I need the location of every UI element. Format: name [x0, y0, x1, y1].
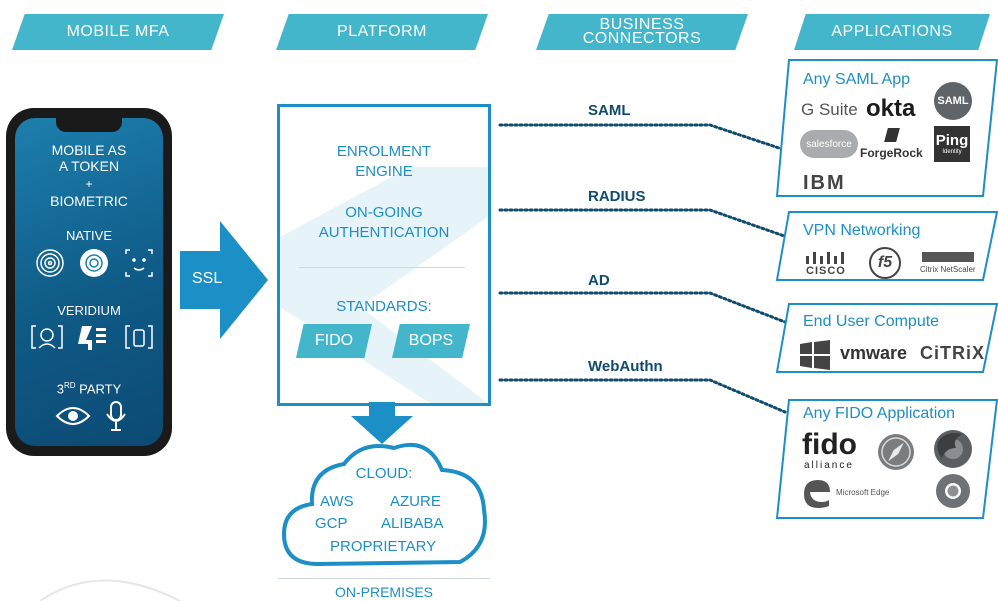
- ping-subtext: Identity: [942, 149, 962, 155]
- connector-lines: [498, 123, 792, 414]
- eye-icon: [55, 407, 91, 425]
- salesforce-logo: salesforce: [800, 130, 858, 158]
- on-premises-label: ON-PREMISES: [334, 584, 433, 600]
- vpn-box: [775, 211, 998, 281]
- phone-line1: MOBILE AS: [51, 142, 127, 158]
- ssl-label: SSL: [192, 270, 223, 287]
- third-party-sup: RD: [63, 381, 76, 390]
- native-biometric-icons: [36, 249, 153, 277]
- netscaler-logo: Citrix NetScaler: [920, 265, 976, 274]
- edge-label: Microsoft Edge: [836, 488, 890, 497]
- ping-logo: Ping Identity: [934, 126, 970, 162]
- cisco-bars-icon: [806, 252, 844, 264]
- cloud-proprietary: PROPRIETARY: [330, 538, 437, 555]
- header-connectors-line2: CONNECTORS: [582, 30, 702, 47]
- four-fingers-icon: [78, 326, 106, 350]
- fingerprint-icon: [36, 249, 64, 277]
- face-scan-icon: [31, 325, 63, 349]
- phone-screen: [15, 118, 163, 446]
- phone-third-party-label: 3RD PARTY: [15, 378, 163, 397]
- saml-connector-line: [498, 123, 787, 152]
- euc-box: [775, 303, 998, 373]
- saml-badge-icon: SAML: [934, 82, 972, 120]
- citrix-logo: CiTRiX: [920, 343, 986, 363]
- safari-icon: [878, 434, 914, 470]
- down-arrow: [351, 402, 413, 444]
- cloud-alibaba: ALIBABA: [381, 515, 444, 532]
- saml-app-title: Any SAML App: [803, 71, 911, 88]
- cloud-title: CLOUD:: [355, 465, 413, 482]
- euc-title: End User Compute: [803, 313, 940, 330]
- cloud-azure: AZURE: [390, 493, 441, 510]
- netscaler-device-icon: [922, 252, 974, 262]
- phone-notch: [56, 118, 122, 132]
- webauthn-connector-line: [498, 378, 787, 414]
- enrolment-line1: ENROLMENT: [336, 143, 432, 160]
- enrolment-line2: ENGINE: [355, 163, 413, 180]
- cloud-shape: [281, 442, 487, 567]
- header-mobile-label: MOBILE MFA: [66, 23, 170, 40]
- phone-line4: BIOMETRIC: [50, 193, 128, 209]
- edge-icon: [804, 480, 830, 508]
- okta-logo: okta: [866, 95, 916, 122]
- vpn-title: VPN Networking: [803, 222, 921, 239]
- auth-line1: ON-GOING: [345, 204, 423, 221]
- f5-logo: f5: [869, 247, 901, 279]
- header-applications: APPLICATIONS: [794, 14, 990, 50]
- windows-icon: [800, 340, 830, 370]
- firefox-icon: [934, 430, 972, 468]
- fido-alliance-label: alliance: [804, 460, 854, 471]
- bops-standard-badge: BOPS: [392, 324, 470, 358]
- auth-line2: AUTHENTICATION: [318, 224, 450, 241]
- radius-connector-line: [498, 208, 792, 240]
- ping-text: Ping: [935, 132, 969, 149]
- cloud-gcp: GCP: [315, 515, 348, 532]
- header-platform-label: PLATFORM: [337, 23, 427, 40]
- phone-native-label: NATIVE: [66, 228, 112, 243]
- cisco-logo: CISCO: [806, 265, 846, 277]
- header-applications-label: APPLICATIONS: [831, 23, 953, 40]
- decorative-arc: [39, 579, 181, 601]
- header-platform: PLATFORM: [276, 14, 488, 50]
- fingerprint-button-icon: [80, 249, 108, 277]
- fido-standard-badge: FIDO: [296, 324, 372, 358]
- vmware-logo: vmware: [840, 343, 908, 363]
- third-party-word: PARTY: [79, 381, 122, 397]
- gsuite-logo: G Suite: [801, 100, 858, 119]
- veridium-biometric-icons: [31, 325, 153, 350]
- microphone-icon: [106, 401, 126, 431]
- standards-label: STANDARDS:: [336, 298, 432, 315]
- ad-connector-line: [498, 291, 787, 324]
- phone-veridium-label: VERIDIUM: [57, 303, 121, 318]
- connector-ad: AD: [588, 272, 610, 289]
- header-mobile-mfa: MOBILE MFA: [12, 14, 224, 50]
- platform-chevron-bg: [280, 167, 488, 403]
- on-prem-divider: [278, 578, 490, 579]
- third-party-icons: [55, 401, 126, 431]
- fido-logo: fido: [802, 428, 857, 461]
- connector-radius: RADIUS: [588, 188, 646, 205]
- header-connectors-line1: BUSINESS: [599, 16, 685, 33]
- face-id-icon: [125, 249, 153, 277]
- fido-app-title: Any FIDO Application: [803, 405, 956, 422]
- ssl-arrow: [180, 221, 268, 339]
- ibm-logo: IBM: [803, 172, 846, 194]
- connector-webauthn: WebAuthn: [588, 358, 663, 375]
- third-party-num: 3: [56, 381, 64, 397]
- forgerock-logo: ForgeRock: [860, 146, 923, 160]
- platform-divider: [299, 267, 465, 268]
- connector-saml: SAML: [588, 102, 631, 119]
- chrome-icon: [936, 474, 970, 508]
- phone-plus: +: [85, 177, 93, 191]
- cloud-aws: AWS: [320, 493, 354, 510]
- phone-line2: A TOKEN: [58, 158, 120, 174]
- phone-face-icon: [125, 325, 153, 349]
